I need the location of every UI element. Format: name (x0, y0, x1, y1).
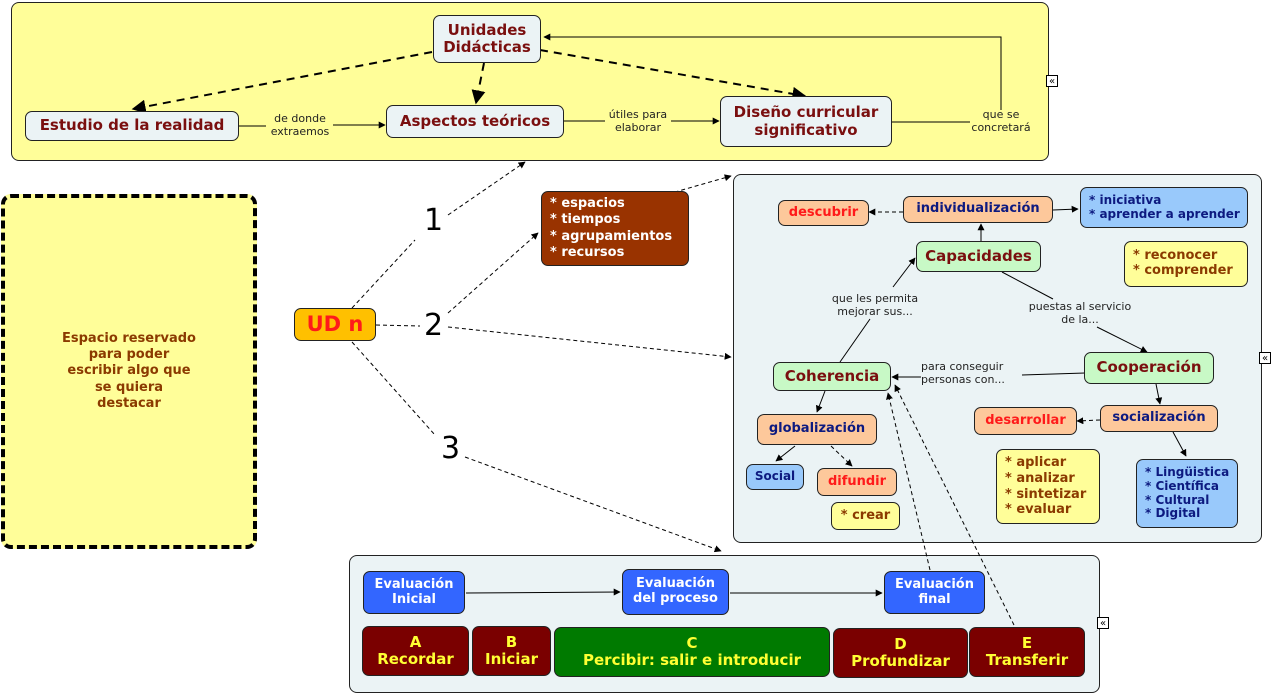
link-label-puestas-al-servicio: puestas al servicio de la... (1028, 300, 1132, 327)
phase-label: Recordar (377, 650, 454, 668)
reserved-note-box[interactable]: Espacio reservado para poder escribir al… (1, 194, 257, 549)
link-label-que-les-permita: que les permita mejorar sus... (831, 292, 919, 319)
collapse-top-group-icon[interactable]: « (1046, 75, 1058, 87)
link-label-utiles: útiles para elaborar (608, 108, 668, 135)
link-label-de-donde: de donde extraemos (270, 112, 330, 139)
link-label-que-se: que se concretará (971, 108, 1031, 135)
concept-crear[interactable]: * crear (831, 502, 900, 530)
link-label-unidades (543, 33, 1002, 110)
phase-d[interactable]: D Profundizar (833, 628, 968, 678)
link-unidades-estudio (131, 51, 433, 114)
link-unidades-diseno (539, 49, 807, 101)
collapse-evaluation-group-icon[interactable]: « (1097, 617, 1109, 629)
phase-label: Profundizar (851, 652, 950, 670)
phase-letter: A (409, 632, 422, 651)
concept-iniciativa-list[interactable]: * iniciativa * aprender a aprender (1080, 187, 1248, 228)
concept-ud-n[interactable]: UD n (294, 308, 376, 341)
concept-evaluacion-final[interactable]: Evaluación final (884, 571, 985, 614)
branch-number-2: 2 (424, 308, 444, 343)
link-label-para-conseguir: para conseguir personas con... (921, 360, 1005, 387)
phase-label: Percibir: salir e introducir (583, 651, 801, 669)
concept-evaluacion-inicial[interactable]: Evaluación Inicial (363, 571, 465, 614)
phase-letter: B (505, 632, 518, 651)
phase-b[interactable]: B Iniciar (472, 626, 551, 676)
concept-diseno-curricular[interactable]: Diseño curricular significativo (720, 96, 892, 147)
concept-aplicar-list[interactable]: * aplicar * analizar * sintetizar * eval… (996, 449, 1100, 524)
phase-label: Transferir (985, 651, 1069, 669)
branch-number-1: 1 (424, 203, 444, 238)
collapse-capacities-group-icon[interactable]: « (1259, 352, 1271, 364)
concept-social[interactable]: Social (746, 464, 804, 490)
concept-unidades-didacticas[interactable]: Unidades Didácticas (433, 15, 541, 63)
concept-aspectos-teoricos[interactable]: Aspectos teóricos (386, 105, 564, 138)
branch-number-3: 3 (441, 431, 461, 466)
concept-coherencia[interactable]: Coherencia (773, 362, 891, 391)
phase-letter: D (894, 634, 907, 653)
concept-desarrollar[interactable]: desarrollar (974, 407, 1077, 435)
concept-globalizacion[interactable]: globalización (757, 414, 877, 445)
concept-competencias-list[interactable]: * Lingüistica * Científica * Cultural * … (1136, 459, 1238, 528)
concept-socializacion[interactable]: socialización (1100, 405, 1218, 432)
concept-capacidades[interactable]: Capacidades (916, 241, 1041, 272)
phase-c[interactable]: C Percibir: salir e introducir (554, 627, 830, 677)
concept-resources-list[interactable]: * espacios * tiempos * agrupamientos * r… (541, 191, 689, 266)
concept-reconocer-list[interactable]: * reconocer * comprender (1124, 241, 1248, 287)
phase-letter: E (1021, 633, 1033, 652)
phase-a[interactable]: A Recordar (362, 626, 469, 676)
concept-estudio-realidad[interactable]: Estudio de la realidad (25, 111, 239, 141)
phase-letter: C (686, 633, 698, 652)
concept-individualizacion[interactable]: individualización (903, 196, 1053, 223)
concept-descubrir[interactable]: descubrir (778, 200, 869, 226)
link-unidades-aspectos (471, 62, 486, 105)
phase-label: Iniciar (485, 650, 538, 668)
concept-difundir[interactable]: difundir (817, 468, 897, 496)
phase-e[interactable]: E Transferir (969, 627, 1085, 677)
concept-evaluacion-proceso[interactable]: Evaluación del proceso (622, 569, 729, 615)
concept-cooperacion[interactable]: Cooperación (1084, 352, 1214, 384)
